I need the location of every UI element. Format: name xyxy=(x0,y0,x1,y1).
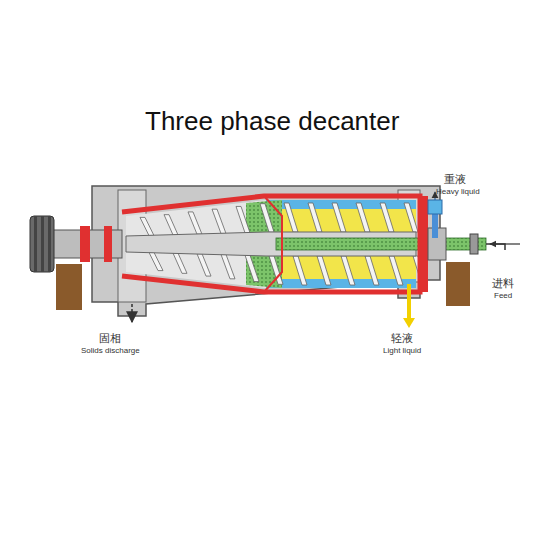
outlet-label-en: Heavy liquid xyxy=(436,187,480,196)
light-liquid-arrow xyxy=(407,284,411,322)
solids-arrow xyxy=(131,304,133,322)
inlet-label-en: Feed xyxy=(494,291,512,300)
bowl-wall xyxy=(122,196,420,292)
title: Three phase decanter xyxy=(145,106,399,137)
seal xyxy=(104,226,112,262)
seal xyxy=(80,226,90,262)
outlet-label-zh: 固相 xyxy=(99,331,121,346)
bearing-block xyxy=(446,262,470,306)
housing xyxy=(92,186,440,316)
outlet-label-en: Solids discharge xyxy=(81,346,140,355)
outlet-label-zh: 轻液 xyxy=(391,331,413,346)
feed-arrow xyxy=(490,243,520,244)
pulley xyxy=(30,216,54,272)
heavy-liquid-pipe xyxy=(432,212,438,238)
feed-pipe xyxy=(276,238,486,250)
outlet-label-zh: 重液 xyxy=(444,172,466,187)
heavy-liquid-outlet xyxy=(428,200,442,214)
bowl-flange xyxy=(418,196,428,292)
outlet-label-en: Light liquid xyxy=(383,346,421,355)
bearing-block xyxy=(56,264,82,310)
inlet-label-zh: 进料 xyxy=(492,276,514,291)
